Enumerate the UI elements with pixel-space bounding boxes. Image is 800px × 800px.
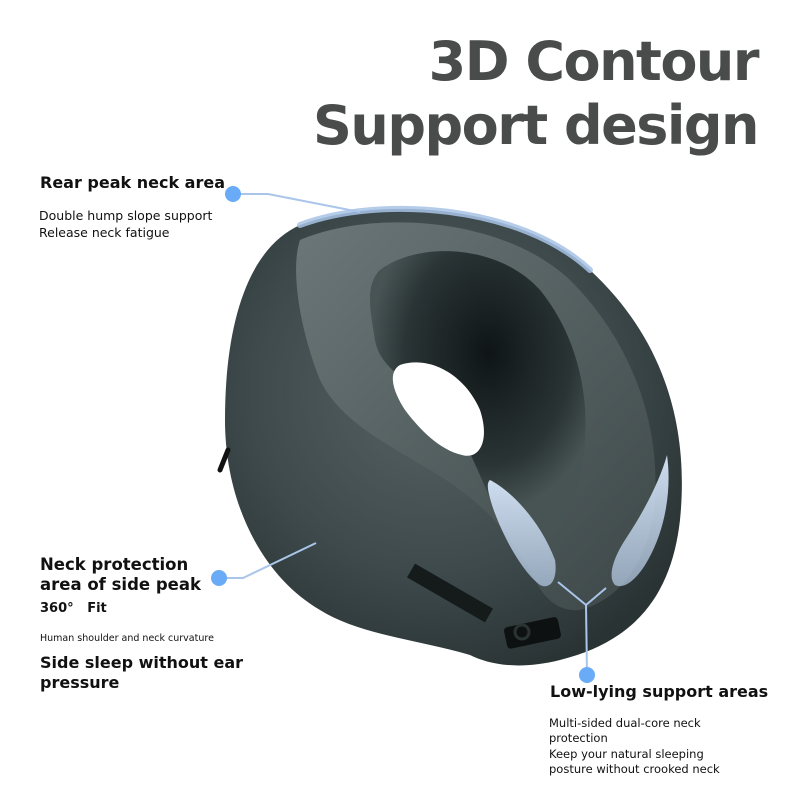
low-support-highlight-right [611,455,669,587]
low-callout-dot [579,667,595,683]
side-callout-small: Human shoulder and neck curvature [40,633,214,644]
rear-peak-rim [297,205,593,273]
page-title: 3D Contour Support design [312,30,760,158]
low-callout-line-3: Keep your natural sleeping [549,747,704,761]
side-callout-dot [211,570,227,586]
rear-callout-heading: Rear peak neck area [40,173,226,192]
side-callout-feature-1: Side sleep without ear [40,653,244,672]
low-callout-line-2: protection [549,731,608,745]
side-callout-fit: 360° Fit [40,601,107,616]
low-callout-heading: Low-lying support areas [550,682,769,701]
rear-connector-line [233,193,361,213]
rear-callout-line-2: Release neck fatigue [39,225,170,240]
title-line-1: 3D Contour [428,30,760,93]
low-support-highlight-left [487,480,556,587]
low-callout-line-1: Multi-sided dual-core neck [549,716,701,730]
pillow-opening [392,362,484,456]
pillow-hole [370,251,586,542]
strap [407,563,493,623]
rear-callout-line-1: Double hump slope support [39,208,213,223]
rear-callout-dot [225,186,241,202]
side-callout-heading-1: Neck protection [40,555,189,574]
side-callout-heading-2: area of side peak [40,575,201,594]
zipper-pull [217,447,231,473]
side-callout-feature-2: pressure [40,673,120,692]
low-callout-line-4: posture without crooked neck [549,762,720,776]
title-line-2: Support design [312,94,760,157]
